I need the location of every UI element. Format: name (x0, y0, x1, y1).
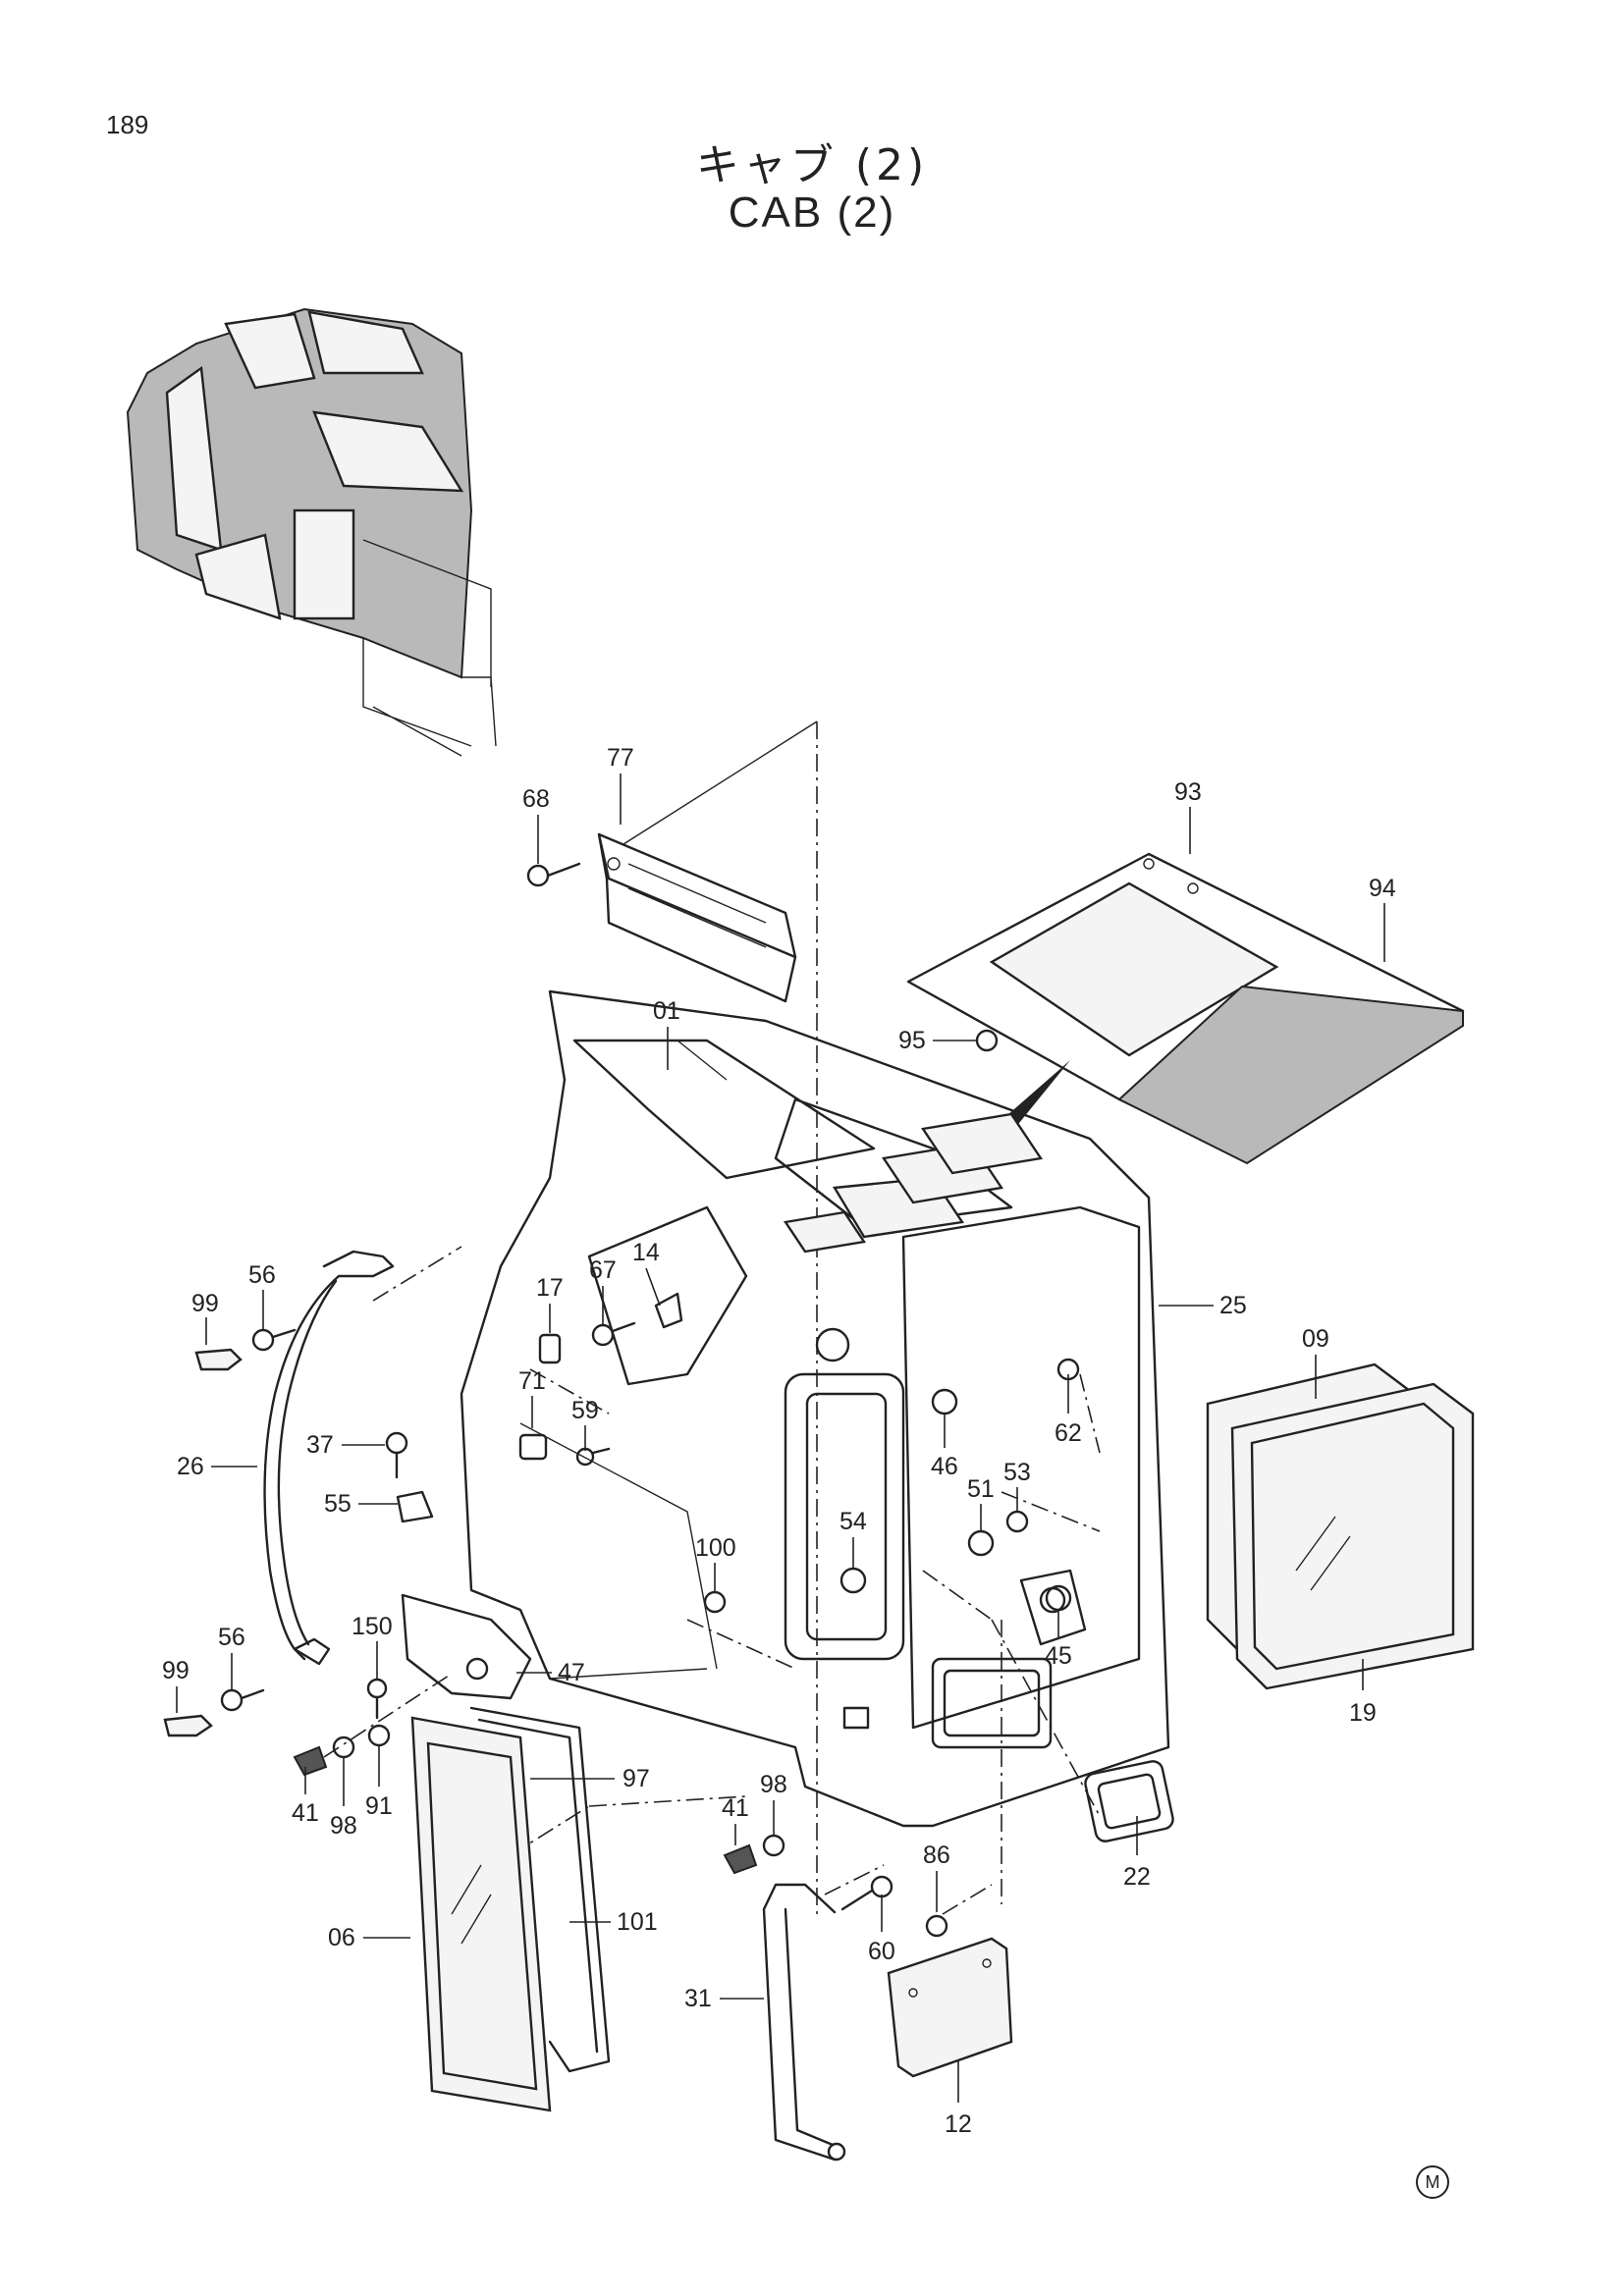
callout-p91: 91 (365, 1792, 393, 1820)
leader-p14 (645, 1267, 661, 1307)
callout-p86: 86 (923, 1842, 950, 1869)
callout-p100: 100 (695, 1534, 736, 1562)
callout-p56a: 56 (248, 1261, 276, 1289)
callout-p98a: 98 (330, 1812, 357, 1840)
part-93-94-roof (906, 852, 1465, 1165)
callout-p12: 12 (945, 2110, 972, 2138)
title-english: CAB (2) (728, 188, 896, 237)
callout-p99b: 99 (162, 1657, 189, 1684)
part-01-cab-frame (460, 989, 1170, 1828)
part-22-seal (1084, 1760, 1174, 1842)
page-number: 189 (106, 110, 149, 139)
callout-p06: 06 (328, 1924, 355, 1951)
part-26-handrail (263, 1250, 395, 1666)
callout-p09: 09 (1302, 1325, 1329, 1353)
callout-p45: 45 (1045, 1642, 1072, 1670)
callout-p59: 59 (571, 1397, 599, 1424)
callout-p17: 17 (536, 1274, 564, 1302)
part-09-19-side-window (1206, 1362, 1475, 1690)
part-77-guard (597, 832, 797, 1003)
part-12-cover (887, 1937, 1013, 2078)
part-95-plug (975, 1029, 999, 1052)
callout-p54: 54 (839, 1508, 867, 1535)
callout-p46: 46 (931, 1453, 958, 1480)
part-99-caps (163, 1348, 243, 1737)
title-japanese: キャブ (2) (695, 140, 929, 190)
callout-p53: 53 (1003, 1459, 1031, 1486)
callout-labels: 77 68 93 94 01 95 56 99 17 67 14 25 09 71 59 37 26 46 62 51… (162, 744, 1396, 2138)
callout-p14: 14 (632, 1239, 660, 1266)
part-86-60-bolts (840, 1875, 948, 1938)
part-06-97-101-door-window (410, 1706, 611, 2112)
guide-lines (323, 721, 1101, 1919)
callout-p25: 25 (1219, 1292, 1247, 1319)
cab-roof-windows (783, 1112, 1044, 1254)
small-brackets-and-bolts (385, 1292, 683, 1523)
part-68-bolt (526, 862, 581, 887)
callout-p68: 68 (522, 785, 550, 813)
callout-p47: 47 (558, 1659, 585, 1686)
callout-p19: 19 (1349, 1699, 1377, 1727)
callout-p51: 51 (967, 1475, 995, 1503)
reference-cab-view (126, 307, 497, 757)
callout-p31: 31 (684, 1985, 712, 2012)
callout-p41a: 41 (292, 1799, 319, 1827)
callout-p37: 37 (306, 1431, 334, 1459)
callout-p94: 94 (1369, 875, 1396, 902)
callout-p22: 22 (1123, 1863, 1151, 1891)
callout-p71: 71 (518, 1367, 546, 1395)
part-56-bolts (220, 1328, 297, 1712)
callout-p93: 93 (1174, 778, 1202, 806)
callout-p55: 55 (324, 1490, 352, 1518)
callout-p150: 150 (352, 1613, 393, 1640)
callout-leaders (176, 774, 1385, 2103)
callout-p41b: 41 (722, 1794, 749, 1822)
callout-p101: 101 (617, 1908, 658, 1936)
callout-p56b: 56 (218, 1624, 245, 1651)
callout-p77: 77 (607, 744, 634, 772)
callout-p60: 60 (868, 1938, 895, 1965)
part-31-rod (762, 1883, 846, 2162)
part-47-plate-set (293, 1593, 785, 1875)
callout-p95: 95 (898, 1027, 926, 1054)
callout-p01: 01 (653, 997, 680, 1025)
callout-p67: 67 (589, 1256, 617, 1284)
callout-p99a: 99 (191, 1290, 219, 1317)
callout-p62: 62 (1055, 1419, 1082, 1447)
callout-p26: 26 (177, 1453, 204, 1480)
callout-p98b: 98 (760, 1771, 787, 1798)
callout-p97: 97 (623, 1765, 650, 1792)
m-mark-symbol: M (1416, 2165, 1449, 2199)
